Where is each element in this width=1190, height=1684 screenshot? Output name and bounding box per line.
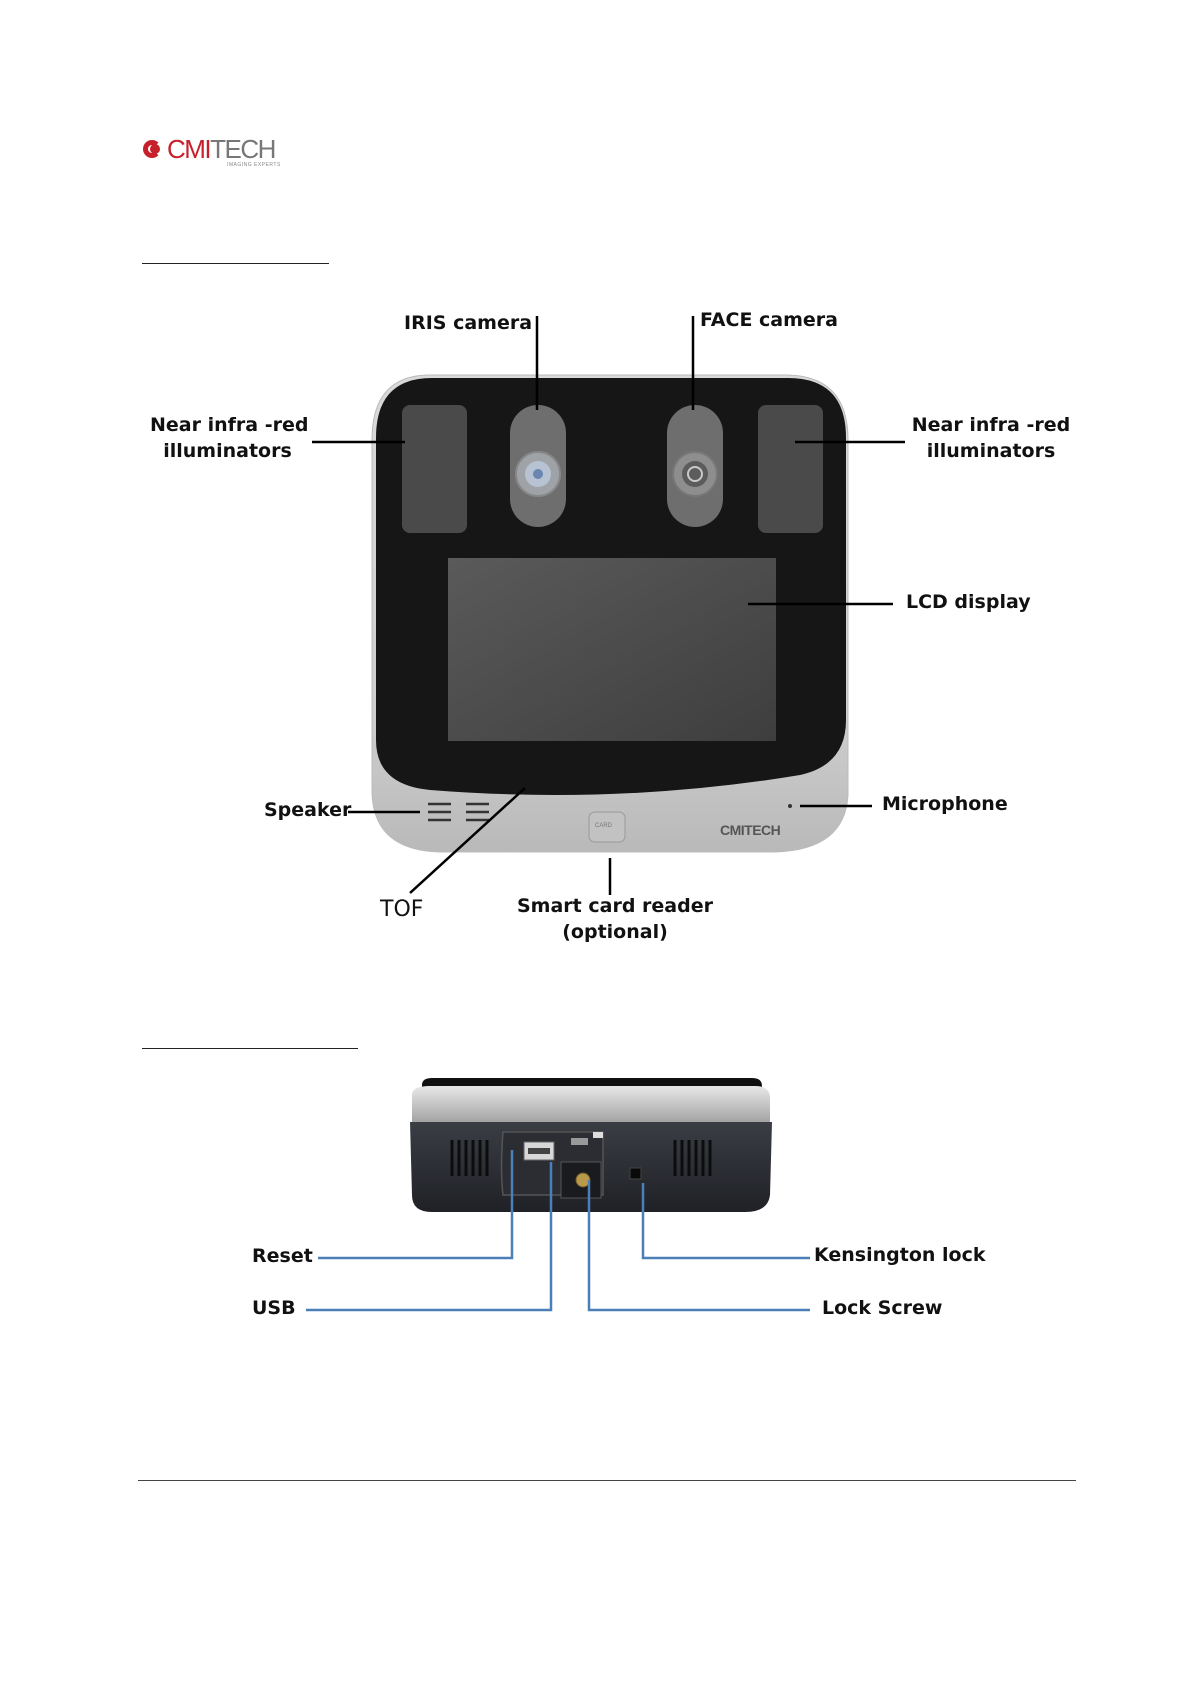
kensington-slot-icon [630, 1168, 641, 1179]
label-face-camera: FACE camera [700, 308, 838, 334]
device-brand-mark: CMITECH [720, 822, 780, 838]
bottom-device-silver [412, 1086, 770, 1127]
label-nir-left: Near infra -red illuminators [150, 413, 305, 464]
label-smart-card-line1: Smart card reader [515, 894, 715, 920]
card-button-label: CARD [595, 823, 612, 829]
lcd-screen [448, 558, 776, 741]
nir-illuminator-right [758, 405, 823, 533]
label-usb: USB [252, 1296, 296, 1322]
label-nir-right: Near infra -red illuminators [911, 413, 1071, 464]
label-kensington-lock: Kensington lock [814, 1243, 986, 1269]
label-smart-card-reader: Smart card reader (optional) [515, 894, 715, 945]
nir-illuminator-left [402, 405, 467, 533]
label-iris-camera: IRIS camera [404, 311, 532, 337]
label-nir-left-line1: Near infra -red [150, 413, 305, 439]
label-tof: TOF [380, 895, 423, 925]
label-nir-right-line1: Near infra -red [911, 413, 1071, 439]
microphone-hole [788, 804, 792, 808]
label-reset: Reset [252, 1244, 313, 1270]
micro-port-icon [571, 1138, 588, 1145]
label-lcd-display: LCD display [906, 590, 1031, 616]
label-nir-left-line2: illuminators [150, 439, 305, 465]
label-microphone: Microphone [882, 792, 1008, 818]
label-lock-screw: Lock Screw [822, 1296, 942, 1322]
label-smart-card-line2: (optional) [515, 920, 715, 946]
label-speaker: Speaker [264, 798, 351, 824]
label-nir-right-line2: illuminators [911, 439, 1071, 465]
